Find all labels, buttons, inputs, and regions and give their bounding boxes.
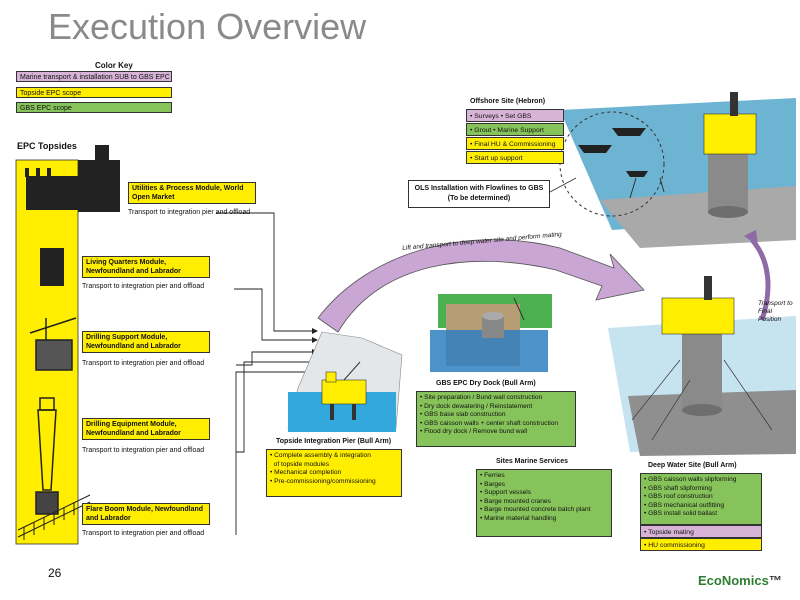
module-flare-boom-transport: Transport to integration pier and offloa… bbox=[82, 530, 205, 537]
gbs-dry-dock-title: GBS EPC Dry Dock (Bull Arm) bbox=[436, 380, 536, 387]
gbs-dry-dock-scene bbox=[430, 294, 552, 372]
deep-water-list: • GBS caisson walls slipforming • GBS sh… bbox=[640, 473, 762, 525]
sites-marine-item: • Marine material handling bbox=[480, 514, 557, 522]
logo-tm: ™ bbox=[768, 573, 782, 588]
transport-final-label: Transport to Final Position bbox=[758, 300, 793, 323]
module-drilling-equipment-transport: Transport to integration pier and offloa… bbox=[82, 447, 205, 454]
deep-water-item: • GBS shaft slipforming bbox=[644, 484, 712, 492]
page-number: 26 bbox=[48, 566, 62, 580]
module-drilling-support-icon bbox=[29, 317, 77, 371]
econmics-logo: EcoNomics™ bbox=[698, 573, 782, 588]
offshore-row-surveys: • Surveys • Set GBS bbox=[466, 109, 564, 122]
offshore-row-grout: • Grout • Marine Support bbox=[466, 123, 564, 136]
module-drilling-support-label: Drilling Support Module, Newfoundland an… bbox=[82, 331, 210, 353]
deep-water-item: • GBS mechanical outfitting bbox=[644, 501, 725, 509]
topside-pier-scene bbox=[287, 331, 403, 432]
color-key-gbs: GBS EPC scope bbox=[16, 102, 172, 113]
topside-pier-list: • Complete assembly & integration of top… bbox=[266, 449, 402, 497]
deep-water-hu-commissioning: • HU commissioning bbox=[640, 538, 762, 551]
topside-pier-item: • Mechanical completion bbox=[270, 469, 342, 477]
gbs-dry-dock-item: • Flood dry dock / Remove bund wall bbox=[420, 428, 528, 436]
gbs-dry-dock-list: • Site preparation / Bund wall construct… bbox=[416, 391, 576, 447]
page-title: Execution Overview bbox=[48, 6, 367, 47]
module-utilities-label: Utilities & Process Module, World Open M… bbox=[128, 182, 256, 204]
module-drilling-equipment-icon bbox=[35, 397, 59, 515]
gbs-dry-dock-item: • Site preparation / Bund wall construct… bbox=[420, 394, 543, 401]
module-utilities-transport: Transport to integration pier and offloa… bbox=[128, 209, 251, 216]
color-key-marine: Marine transport & installation SUB to G… bbox=[16, 71, 172, 82]
ols-pointer bbox=[549, 177, 577, 193]
topside-pier-item: • Complete assembly & integration bbox=[270, 452, 371, 459]
sites-marine-title: Sites Marine Services bbox=[496, 458, 568, 465]
color-key-title: Color Key bbox=[95, 61, 133, 70]
topside-pier-item: of topside modules bbox=[270, 460, 330, 468]
sites-marine-item: • Support vessels bbox=[480, 489, 532, 497]
module-drilling-equipment-label: Drilling Equipment Module, Newfoundland … bbox=[82, 418, 210, 440]
epc-topsides-title: EPC Topsides bbox=[17, 141, 77, 151]
deep-water-title: Deep Water Site (Bull Arm) bbox=[648, 462, 737, 469]
module-flare-boom-icon bbox=[17, 494, 91, 540]
module-living-quarters-label: Living Quarters Module, Newfoundland and… bbox=[82, 256, 210, 278]
module-living-quarters-icon bbox=[40, 248, 64, 286]
sites-marine-item: • Barges bbox=[480, 480, 506, 488]
deep-water-item: • GBS caisson walls slipforming bbox=[644, 476, 737, 483]
transport-final-arrow bbox=[750, 238, 771, 321]
ols-installation-box: OLS Installation with Flowlines to GBS (… bbox=[408, 180, 550, 208]
topside-pier-item: • Pre-commissioning/commissioning bbox=[270, 477, 376, 485]
module-flare-boom-label: Flare Boom Module, Newfoundland and Labr… bbox=[82, 503, 210, 525]
offshore-row-final-hu: • Final HU & Commissioning bbox=[466, 137, 564, 150]
offshore-row-startup: • Start up support bbox=[466, 151, 564, 164]
logo-text: EcoNomics bbox=[698, 573, 769, 588]
sites-marine-item: • Barge mounted cranes bbox=[480, 497, 551, 505]
sites-marine-item: • Ferries bbox=[480, 472, 505, 479]
ols-line1: OLS Installation with Flowlines to GBS bbox=[414, 185, 544, 192]
offshore-title: Offshore Site (Hebron) bbox=[470, 98, 546, 105]
gbs-dry-dock-item: • Dry dock dewatering / Reinstatement bbox=[420, 402, 533, 410]
offshore-scene bbox=[559, 92, 796, 248]
module-utilities-icon bbox=[25, 145, 120, 212]
transport-connectors bbox=[216, 212, 312, 535]
deep-water-scene bbox=[608, 276, 796, 456]
module-living-quarters-transport: Transport to integration pier and offloa… bbox=[82, 283, 205, 290]
deep-water-item: • GBS install solid ballast bbox=[644, 510, 718, 518]
gbs-dry-dock-item: • GBS base slab construction bbox=[420, 411, 506, 419]
gbs-dry-dock-item: • GBS caisson walls + center shaft const… bbox=[420, 419, 559, 427]
sites-marine-list: • Ferries • Barges • Support vessels • B… bbox=[476, 469, 612, 537]
ols-line2: (To be determined) bbox=[447, 195, 511, 202]
sites-marine-item: • Barge mounted concrete batch plant bbox=[480, 506, 591, 514]
lift-transport-arrow bbox=[317, 239, 645, 333]
color-key-topside: Topside EPC scope bbox=[16, 87, 172, 98]
topside-pier-title: Topside Integration Pier (Bull Arm) bbox=[276, 438, 392, 445]
module-drilling-support-transport: Transport to integration pier and offloa… bbox=[82, 360, 205, 367]
deep-water-topside-mating: • Topside mating bbox=[640, 525, 762, 538]
deep-water-item: • GBS roof construction bbox=[644, 493, 713, 501]
